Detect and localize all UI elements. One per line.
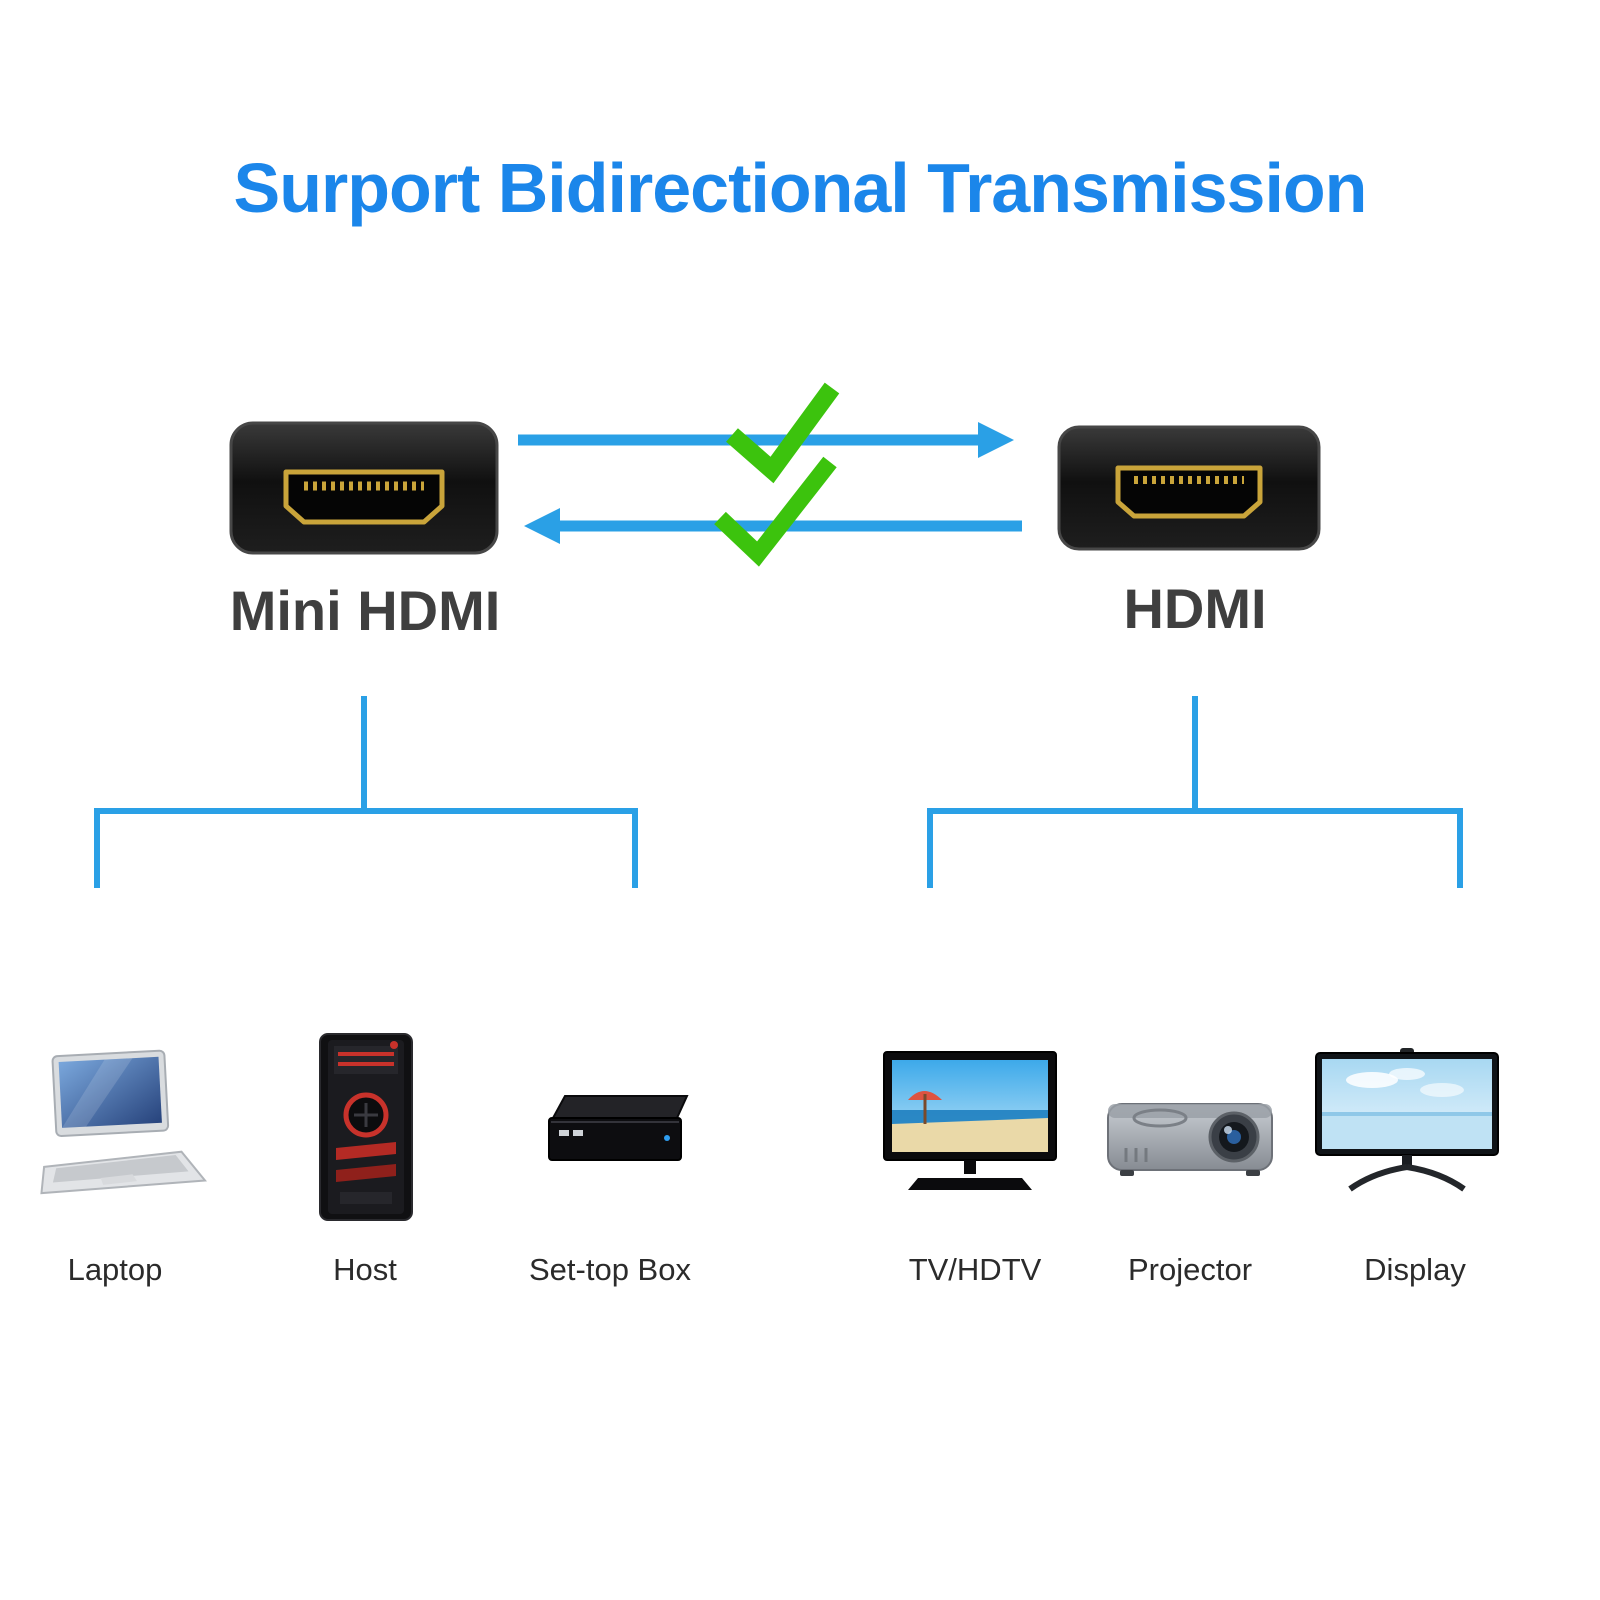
arrow-right-icon (518, 422, 1014, 458)
host-label: Host (333, 1252, 397, 1287)
page-title: Surport Bidirectional Transmission (233, 149, 1368, 227)
set-top-box-image (535, 1080, 695, 1180)
mini-hdmi-connector-icon (228, 420, 500, 556)
check-icon (714, 456, 837, 567)
projector-label: Projector (1127, 1252, 1253, 1287)
display-image (1312, 1048, 1502, 1203)
left-bracket-drop-2 (632, 808, 638, 888)
left-bracket-bar (94, 808, 638, 814)
right-bracket-drop-2 (1457, 808, 1463, 888)
bidirectional-arrows (500, 380, 1040, 590)
hdmi-label: HDMI (1123, 577, 1267, 640)
left-bracket-drop-1 (94, 808, 100, 888)
set-top-box-label: Set-top Box (529, 1252, 691, 1287)
arrow-left-icon (524, 508, 1022, 544)
hdmi-connector-icon (1056, 424, 1322, 552)
laptop-image (28, 1045, 208, 1210)
tv-image (880, 1048, 1060, 1208)
check-icon (726, 382, 840, 484)
laptop-label: Laptop (67, 1252, 163, 1287)
tv-hdtv-label: TV/HDTV (908, 1252, 1042, 1287)
left-bracket-stem (361, 696, 367, 814)
right-bracket-stem (1192, 696, 1198, 814)
host-tower-image (306, 1030, 426, 1230)
display-label: Display (1364, 1252, 1466, 1287)
right-bracket-drop-1 (927, 808, 933, 888)
mini-hdmi-label: Mini HDMI (229, 579, 501, 642)
right-bracket-bar (927, 808, 1463, 814)
projector-image (1100, 1070, 1280, 1200)
